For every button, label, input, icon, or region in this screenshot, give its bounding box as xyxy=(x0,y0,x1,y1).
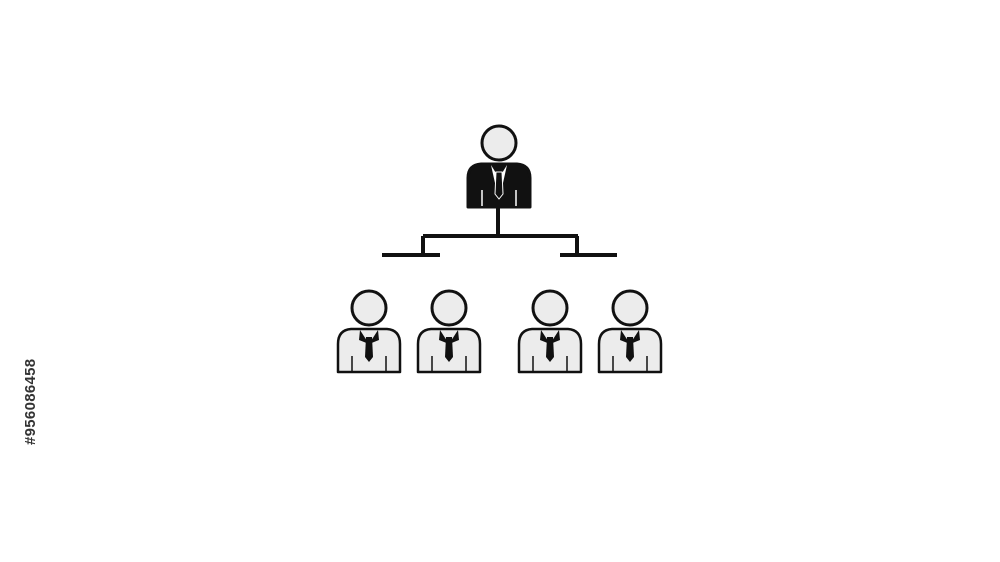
member-head xyxy=(531,289,569,327)
member-tie xyxy=(546,337,554,362)
team-members xyxy=(336,289,663,374)
member-businessman-icon xyxy=(336,289,402,374)
stock-id-watermark: #956086458 xyxy=(22,358,39,445)
member-businessman-icon xyxy=(597,289,663,374)
member-businessman-icon xyxy=(416,289,482,374)
member-tie xyxy=(445,337,453,362)
leader-tie xyxy=(494,171,504,200)
org-chart-connector xyxy=(382,205,617,257)
member-tie xyxy=(365,337,373,362)
member-head xyxy=(430,289,468,327)
member-head xyxy=(350,289,388,327)
leader-head xyxy=(480,124,518,162)
member-businessman-icon xyxy=(517,289,583,374)
member-head xyxy=(611,289,649,327)
member-tie xyxy=(626,337,634,362)
leader-businessman-icon xyxy=(466,124,532,209)
